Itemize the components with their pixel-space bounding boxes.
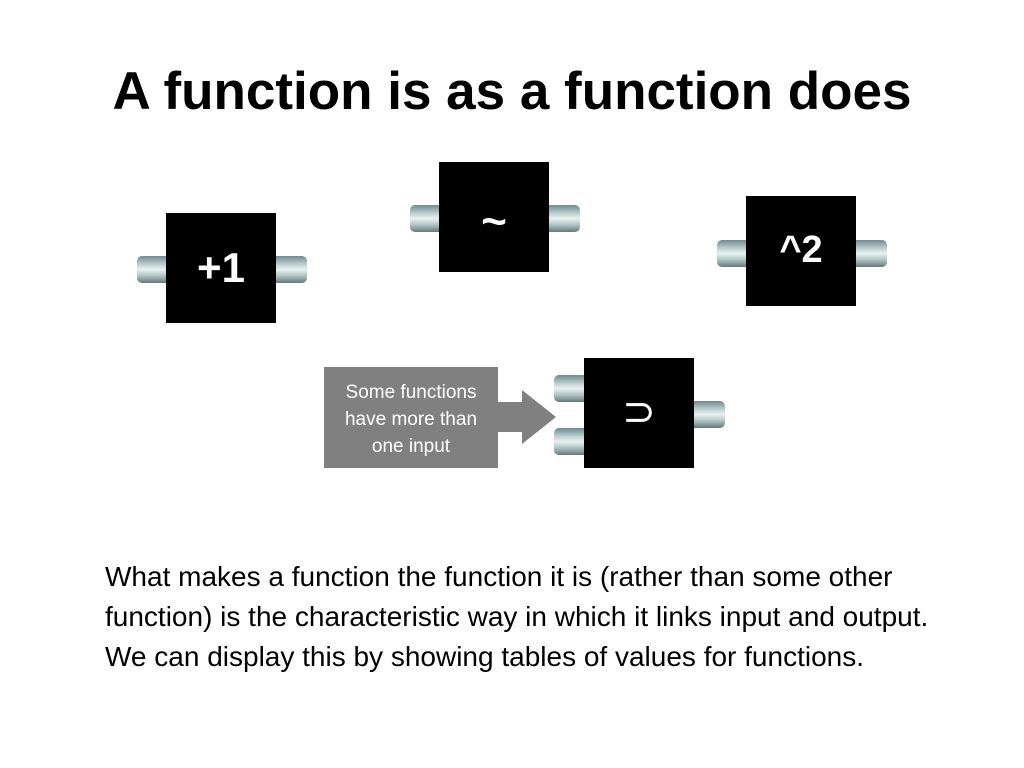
callout-text-line-2: have more than — [344, 409, 478, 430]
function-box-square: ^2 — [746, 196, 856, 306]
slide-title: A function is as a function does — [112, 62, 912, 121]
callout-text-line-1: Some functions — [345, 382, 477, 403]
function-box-plus-one: +1 — [166, 213, 276, 323]
function-box-union: ⊃ — [584, 358, 694, 468]
function-box-tilde: ~ — [439, 162, 549, 272]
explanation-paragraph: What makes a function the function it is… — [105, 561, 929, 672]
callout-box: Some functions have more than one input — [324, 367, 498, 468]
function-symbol-union: ⊃ — [622, 390, 656, 434]
function-symbol-tilde: ~ — [481, 197, 507, 246]
callout-text-line-3: one input — [371, 436, 451, 457]
callout-arrow — [492, 390, 556, 444]
function-symbol-square: ^2 — [779, 229, 823, 271]
function-symbol-plus-one: +1 — [197, 244, 245, 291]
